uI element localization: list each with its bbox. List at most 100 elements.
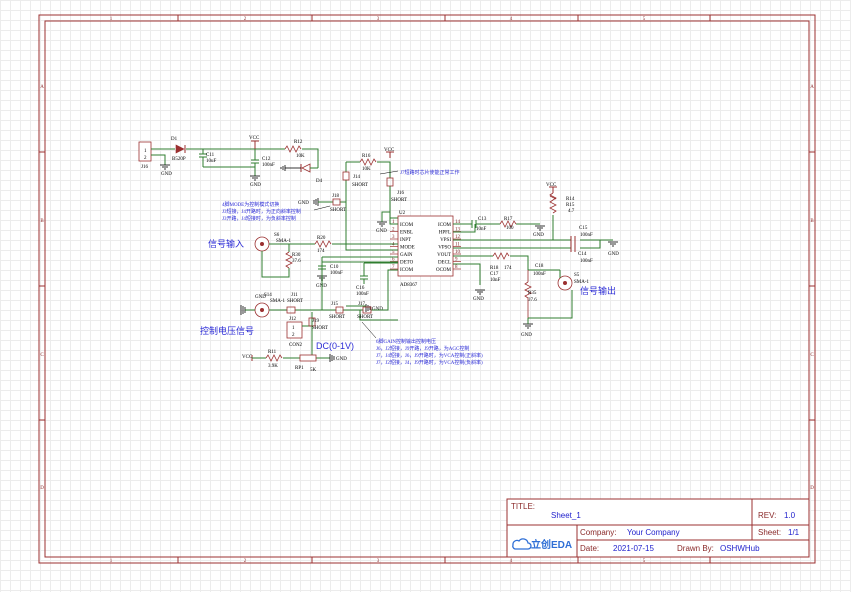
r30-ref: R30 [292,253,301,258]
bottom-note-1: J6，J2短接，J9开路，J9开路，为AGC控制 [376,345,469,352]
frame-columns-bottom: 1 2 3 4 5 [110,557,711,564]
j12-pin2: 2 [292,333,295,338]
ic-pin-left-number: 7 [392,265,395,270]
date-label: Date: [580,544,599,553]
mode-note-2: J3短接，J4开路时，为正向斜率控制 [222,208,301,215]
c16-value: 100nF [356,292,369,297]
ic-pin-right-label: OCOM [436,268,452,273]
j16b-ref: J16 [397,191,404,196]
vcc-label-4: VCC [546,183,557,188]
enable-section: VCC R16 10K J14 SHORT J16 SHORT J7短路时芯片使… [342,148,459,244]
r17-ref: R17 [504,217,513,222]
j12-pin1: 1 [292,326,295,331]
bottom-note-title: 6脚GAIN控制输出控制电压 [376,338,436,345]
bottom-note-3: J7，J2短接，J4，J9开路时，为VCA控制(负斜率) [376,359,483,366]
title-block: TITLE: Sheet_1 REV: 1.0 Company: Your Co… [506,498,810,558]
c18-ref: C18 [535,264,544,269]
gnd-label-7: GND [255,295,266,300]
r20-value: 174 [317,249,325,254]
gnd-label-12: GND [521,333,532,338]
ic-pin-right-label: ICOM [438,223,452,228]
c14-value: 100nF [580,259,593,264]
col-label-bottom-4: 4 [510,559,513,564]
d4-ref: D4 [316,179,323,184]
c17-value: 10nF [490,278,501,283]
ic-pin-right-label: VPSI [440,238,451,243]
bottom-note-2: J7，J4短接，J6，J9开路时，为VCA控制(正斜率) [376,352,483,359]
gnd-label-2: GND [250,183,261,188]
row-label-b-right: B [810,219,814,224]
c12-ref: C12 [262,157,271,162]
col-label-5: 5 [643,17,646,22]
r11-value: 3.9K [268,364,278,369]
s5-ref: S5 [574,273,580,278]
j17-value: SHORT [357,315,373,320]
drawn-value: OSHWHub [720,544,760,553]
gnd-label-6: GND [376,229,387,234]
ic-pin-left-label: ICOM [400,223,414,228]
c16-ref: C16 [356,286,365,291]
r35-value: 37.6 [528,298,537,303]
input-section: GND J18 SHORT 4脚MODE为控制模式切换 J3短接，J4开路时，为… [208,194,398,312]
j12-ref: J12 [289,317,296,322]
gnd-icon [535,225,545,231]
col-label-bottom-3: 3 [377,559,380,564]
col-label-bottom-2: 2 [244,559,247,564]
j16-pin2: 2 [144,156,147,161]
gnd-icon [523,323,533,329]
d1-diode-icon [175,144,185,154]
rp1-ref: RP1 [295,366,304,371]
ic-pin-right-label: VPSO [438,246,451,251]
j12-connector [286,321,303,339]
mode-note-3: J3开路，J4短接时，为负斜率控制 [222,215,296,222]
r14-ref: R14 [566,197,575,202]
r35-ref: R35 [528,291,537,296]
col-label-1: 1 [110,17,113,22]
r16-value: 10K [362,167,371,172]
gnd-icon [475,289,485,295]
j11-value: SHORT [287,299,303,304]
d1-value: B520P [172,157,186,162]
gnd-icon [313,198,319,206]
gnd-icon [329,354,335,362]
ic-pin-right-number: 13 [455,228,461,233]
s5-value: SMA-1 [574,280,590,285]
ic-pin-left-number: 5 [392,250,395,255]
rev-value: 1.0 [784,511,796,520]
s6-value: SMA-1 [276,239,292,244]
ic-pin-left-number: 6 [392,258,395,263]
row-label-a: A [40,85,44,90]
row-label-d-right: D [810,486,814,491]
ic-pin-left-number: 3 [392,235,395,240]
s6-ref: S6 [274,233,280,238]
col-label-2: 2 [244,17,247,22]
ic-pin-right-label: VOUT [437,253,451,258]
enable-note: J7短路时芯片使能正常工作 [400,169,459,176]
ic-pin-right-number: 10 [455,250,461,255]
ic-pin-left-label: MODE [400,246,415,251]
vcc-label-3: VCC [242,355,253,360]
gnd-icon [160,164,260,181]
gnd-label-9: GND [533,233,544,238]
j16b-value: SHORT [391,198,407,203]
gnd-label-3: GND [298,201,309,206]
j15-ref: J15 [331,302,338,307]
j19-ref: J19 [312,319,319,324]
ic-pin-right-label: HPFL [439,231,451,236]
d1-ref: D1 [171,137,178,142]
title-value: Sheet_1 [551,511,581,520]
j12-value: CON2 [289,343,303,348]
drawn-label: Drawn By: [677,544,714,553]
control-voltage-label: 控制电压信号 [200,325,254,336]
r11-ref: R11 [268,350,277,355]
c18-value: 100nF [533,272,546,277]
r12-value: 10K [296,154,305,159]
j19-value: SHORT [312,326,328,331]
ic-pin-left-label: GAIN [400,253,413,258]
j16-ref: J16 [141,165,148,170]
j16-connector [138,141,152,162]
gnd-icon [365,304,371,312]
ic-pin-left-number: 2 [392,228,395,233]
